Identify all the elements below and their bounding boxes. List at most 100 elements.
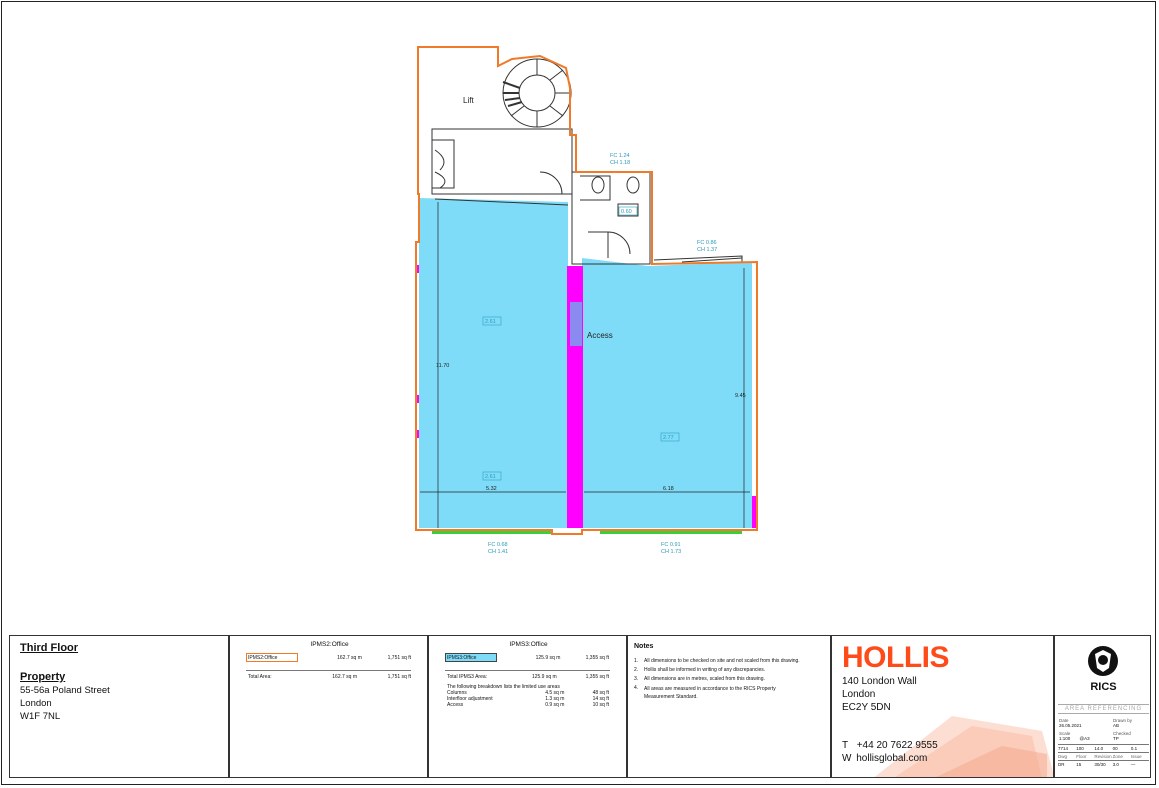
grid-cell: 14.0 — [1094, 746, 1104, 751]
breakdown-sqft: 48 sq ft — [592, 690, 609, 696]
breakdown-sqft: 14 sq ft — [592, 696, 609, 702]
rics-block: RICS AREA REFERENCING Date Drawn by 26.0… — [1054, 635, 1151, 778]
ch-bottom-left: CH 1.41 — [488, 549, 508, 555]
checked-label: Checked — [1113, 731, 1131, 736]
scale-label: Scale — [1059, 731, 1071, 736]
company-address-2: London — [842, 689, 876, 700]
area-tag-right: 2.77 — [663, 435, 674, 441]
ipms3-header: IPMS3:Office — [509, 641, 548, 648]
web-prefix: W — [842, 753, 852, 764]
note-number: 3. — [634, 676, 639, 682]
ipms3-row-sqft: 1,355 sq ft — [585, 655, 609, 661]
ipms2-header: IPMS2:Office — [310, 641, 349, 648]
fc-top: FC 1.24 — [610, 153, 630, 159]
ch-top: CH 1.18 — [610, 160, 630, 166]
hollis-logo: HOLLIS — [842, 641, 950, 674]
date-value: 26.05.2021 — [1059, 723, 1082, 728]
note-text: All areas are measured in accordance to … — [644, 686, 776, 700]
window-left — [432, 530, 552, 534]
note-number: 2. — [634, 667, 639, 673]
address-line-3: W1F 7NL — [20, 711, 61, 722]
lift-label: Lift — [463, 96, 474, 105]
column-small-left-1 — [416, 265, 419, 273]
breakdown-label: Columns — [447, 690, 467, 696]
ipms3-total-sqft: 1,355 sq ft — [585, 674, 609, 680]
breakdown-label: Access — [447, 702, 464, 708]
scale-value: 1:100 — [1059, 736, 1071, 741]
access-zone — [570, 302, 582, 346]
dim-left-height: 11.70 — [436, 363, 449, 369]
ch-bottom-right: CH 1.73 — [661, 549, 681, 555]
drawn-label: Drawn by — [1113, 718, 1133, 723]
grid-cell: 0.1 — [1130, 746, 1138, 751]
access-label: Access — [587, 331, 613, 340]
property-block: Third Floor Property 55-56a Poland Stree… — [9, 635, 229, 778]
office-area-left — [419, 198, 568, 528]
grid-cell: Floor — [1076, 754, 1087, 759]
area-tag-left-lower: 2.61 — [485, 474, 496, 480]
note-text: Hollis shall be informed in writing of a… — [644, 667, 766, 673]
column-small-right — [752, 496, 758, 528]
ipms2-total-label: Total Area: — [248, 674, 272, 680]
ipms3-row-label: IPMS3:Office — [447, 655, 477, 661]
column-small-left-3 — [416, 430, 419, 438]
ipms3-row-sqm: 125.9 sq m — [535, 655, 561, 661]
rics-crest-icon — [1088, 646, 1118, 676]
drawn-value: AB — [1113, 723, 1120, 728]
ipms3-block: IPMS3:Office IPMS3:Office 125.9 sq m 1,3… — [428, 635, 627, 778]
company-address-1: 140 London Wall — [842, 676, 917, 687]
area-tag-left-upper: 2.61 — [485, 319, 496, 325]
phone-prefix: T — [842, 740, 848, 751]
website-link[interactable]: hollisglobal.com — [856, 753, 928, 764]
ipms2-total-sqft: 1,751 sq ft — [387, 674, 411, 680]
company-address-3: EC2Y 5DN — [842, 702, 891, 713]
ipms3-total-label: Total IPMS3 Area: — [447, 674, 488, 680]
dim-right-width: 6.18 — [663, 486, 674, 492]
address-line-1: 55-56a Poland Street — [20, 685, 110, 696]
grid-cell: — — [1130, 762, 1136, 767]
note-text: All dimensions are in metres, scaled fro… — [644, 676, 765, 682]
rics-logo-text: RICS — [1090, 681, 1117, 693]
grid-cell: Issue — [1130, 754, 1142, 759]
floor-plan: Lift Access FC 1.24 CH 1.18 FC 0.86 CH 1… — [415, 46, 758, 555]
fc-bottom-left: FC 0.68 — [488, 542, 508, 548]
dim-right-height: 9.45 — [735, 393, 746, 399]
grid-cell: 100 — [1076, 746, 1084, 751]
checked-value: TP — [1113, 736, 1119, 741]
note-number: 4. — [634, 685, 639, 691]
dim-left-width: 5.32 — [486, 486, 497, 492]
grid-cell: Revision — [1094, 754, 1112, 759]
ipms2-row-sqm: 162.7 sq m — [337, 655, 362, 661]
note-text: All dimensions to be checked on site and… — [644, 658, 800, 664]
breakdown-label: Interfloor adjustment — [447, 696, 493, 702]
ipms2-block: IPMS2:Office IPMS2:Office 162.7 sq m 1,7… — [229, 635, 428, 778]
ipms2-total-sqm: 162.7 sq m — [332, 674, 358, 680]
area-referencing-banner: AREA REFERENCING — [1058, 704, 1149, 714]
notes-block: Notes 1. All dimensions to be checked on… — [627, 635, 831, 778]
grid-cell: 7714 — [1058, 746, 1069, 751]
date-label: Date — [1059, 718, 1069, 723]
ipms2-row-sqft: 1,751 sq ft — [387, 655, 411, 661]
address-line-2: London — [20, 698, 52, 709]
grid-cell: DR — [1058, 762, 1065, 767]
grid-cell: Zone — [1112, 754, 1123, 759]
column-small-left-2 — [416, 395, 419, 403]
fc-right: FC 0.86 — [697, 240, 717, 246]
ipms2-row-label: IPMS2:Office — [248, 655, 278, 661]
grid-cell: 00 — [1112, 746, 1118, 751]
grid-cell: Dwg — [1058, 754, 1068, 759]
breakdown-sqm: 0.9 sq m — [545, 702, 565, 708]
wc-area-tag: 0.60 — [621, 209, 632, 215]
grid-cell: 15 — [1076, 762, 1082, 767]
decorative-graphic — [874, 716, 1053, 777]
spiral-stair — [502, 58, 572, 128]
paper-size: @A3 — [1079, 736, 1090, 741]
grid-cell: 3.0 — [1112, 762, 1119, 767]
ch-right: CH 1.37 — [697, 247, 717, 253]
ipms3-total-sqm: 125.9 sq m — [531, 674, 557, 680]
notes-heading: Notes — [634, 643, 654, 650]
office-area-right — [582, 258, 752, 528]
phone-number[interactable]: +44 20 7622 9555 — [856, 740, 938, 751]
fc-bottom-right: FC 0.91 — [661, 542, 681, 548]
